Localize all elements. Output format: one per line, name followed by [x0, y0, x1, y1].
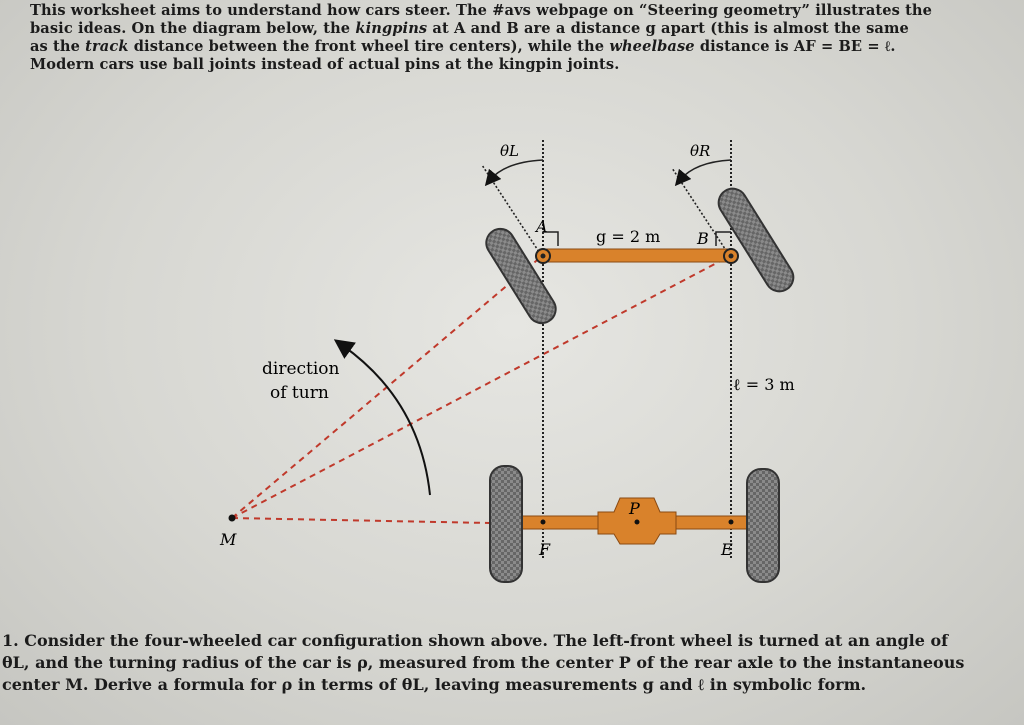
point-M [228, 514, 236, 522]
rear-right-wheel [746, 468, 780, 583]
intro-line-4: Modern cars use ball joints instead of a… [30, 56, 620, 73]
intro-line-1: This worksheet aims to understand how ca… [30, 2, 933, 19]
front-tie-rod [539, 248, 735, 263]
question-line-1: 1. Consider the four-wheeled car configu… [2, 631, 949, 650]
label-E: E [720, 540, 733, 559]
intro-line-2: basic ideas. On the diagram below, the k… [30, 20, 909, 37]
label-M: M [219, 530, 237, 549]
theta-right-label: θR [690, 142, 710, 160]
theta-right-indicator [671, 159, 732, 259]
label-B: B [696, 229, 709, 248]
rear-axle-center-P [634, 519, 640, 525]
label-g: g = 2 m [596, 227, 660, 246]
question-line-3: center M. Derive a formula for ρ in term… [2, 675, 867, 694]
intro-paragraph: This worksheet aims to understand how ca… [30, 2, 1015, 74]
direction-of-turn-arrow [333, 339, 431, 496]
label-l: ℓ = 3 m [733, 375, 795, 394]
label-F: F [538, 540, 551, 559]
question-line-2: θL, and the turning radius of the car is… [2, 653, 965, 672]
front-left-wheel [485, 227, 557, 325]
intro-line-3: as the track distance between the front … [30, 38, 896, 55]
line-M-to-rear-axle [231, 517, 491, 524]
line-M-to-B [231, 255, 731, 519]
wheelbase-term: wheelbase [609, 38, 695, 55]
label-A: A [534, 217, 548, 236]
theta-left-indicator [481, 159, 544, 259]
kingpins-term: kingpins [355, 20, 428, 37]
rear-left-wheel [489, 465, 523, 583]
front-right-wheel [717, 187, 795, 293]
vertical-reference-lines [542, 140, 732, 560]
direction-label-line1: direction [262, 359, 340, 379]
track-term: track [85, 38, 129, 55]
theta-left-label: θL [500, 142, 519, 160]
label-P: P [628, 499, 640, 518]
direction-label-line2: of turn [270, 383, 329, 403]
question-1: 1. Consider the four-wheeled car configu… [2, 630, 1022, 696]
